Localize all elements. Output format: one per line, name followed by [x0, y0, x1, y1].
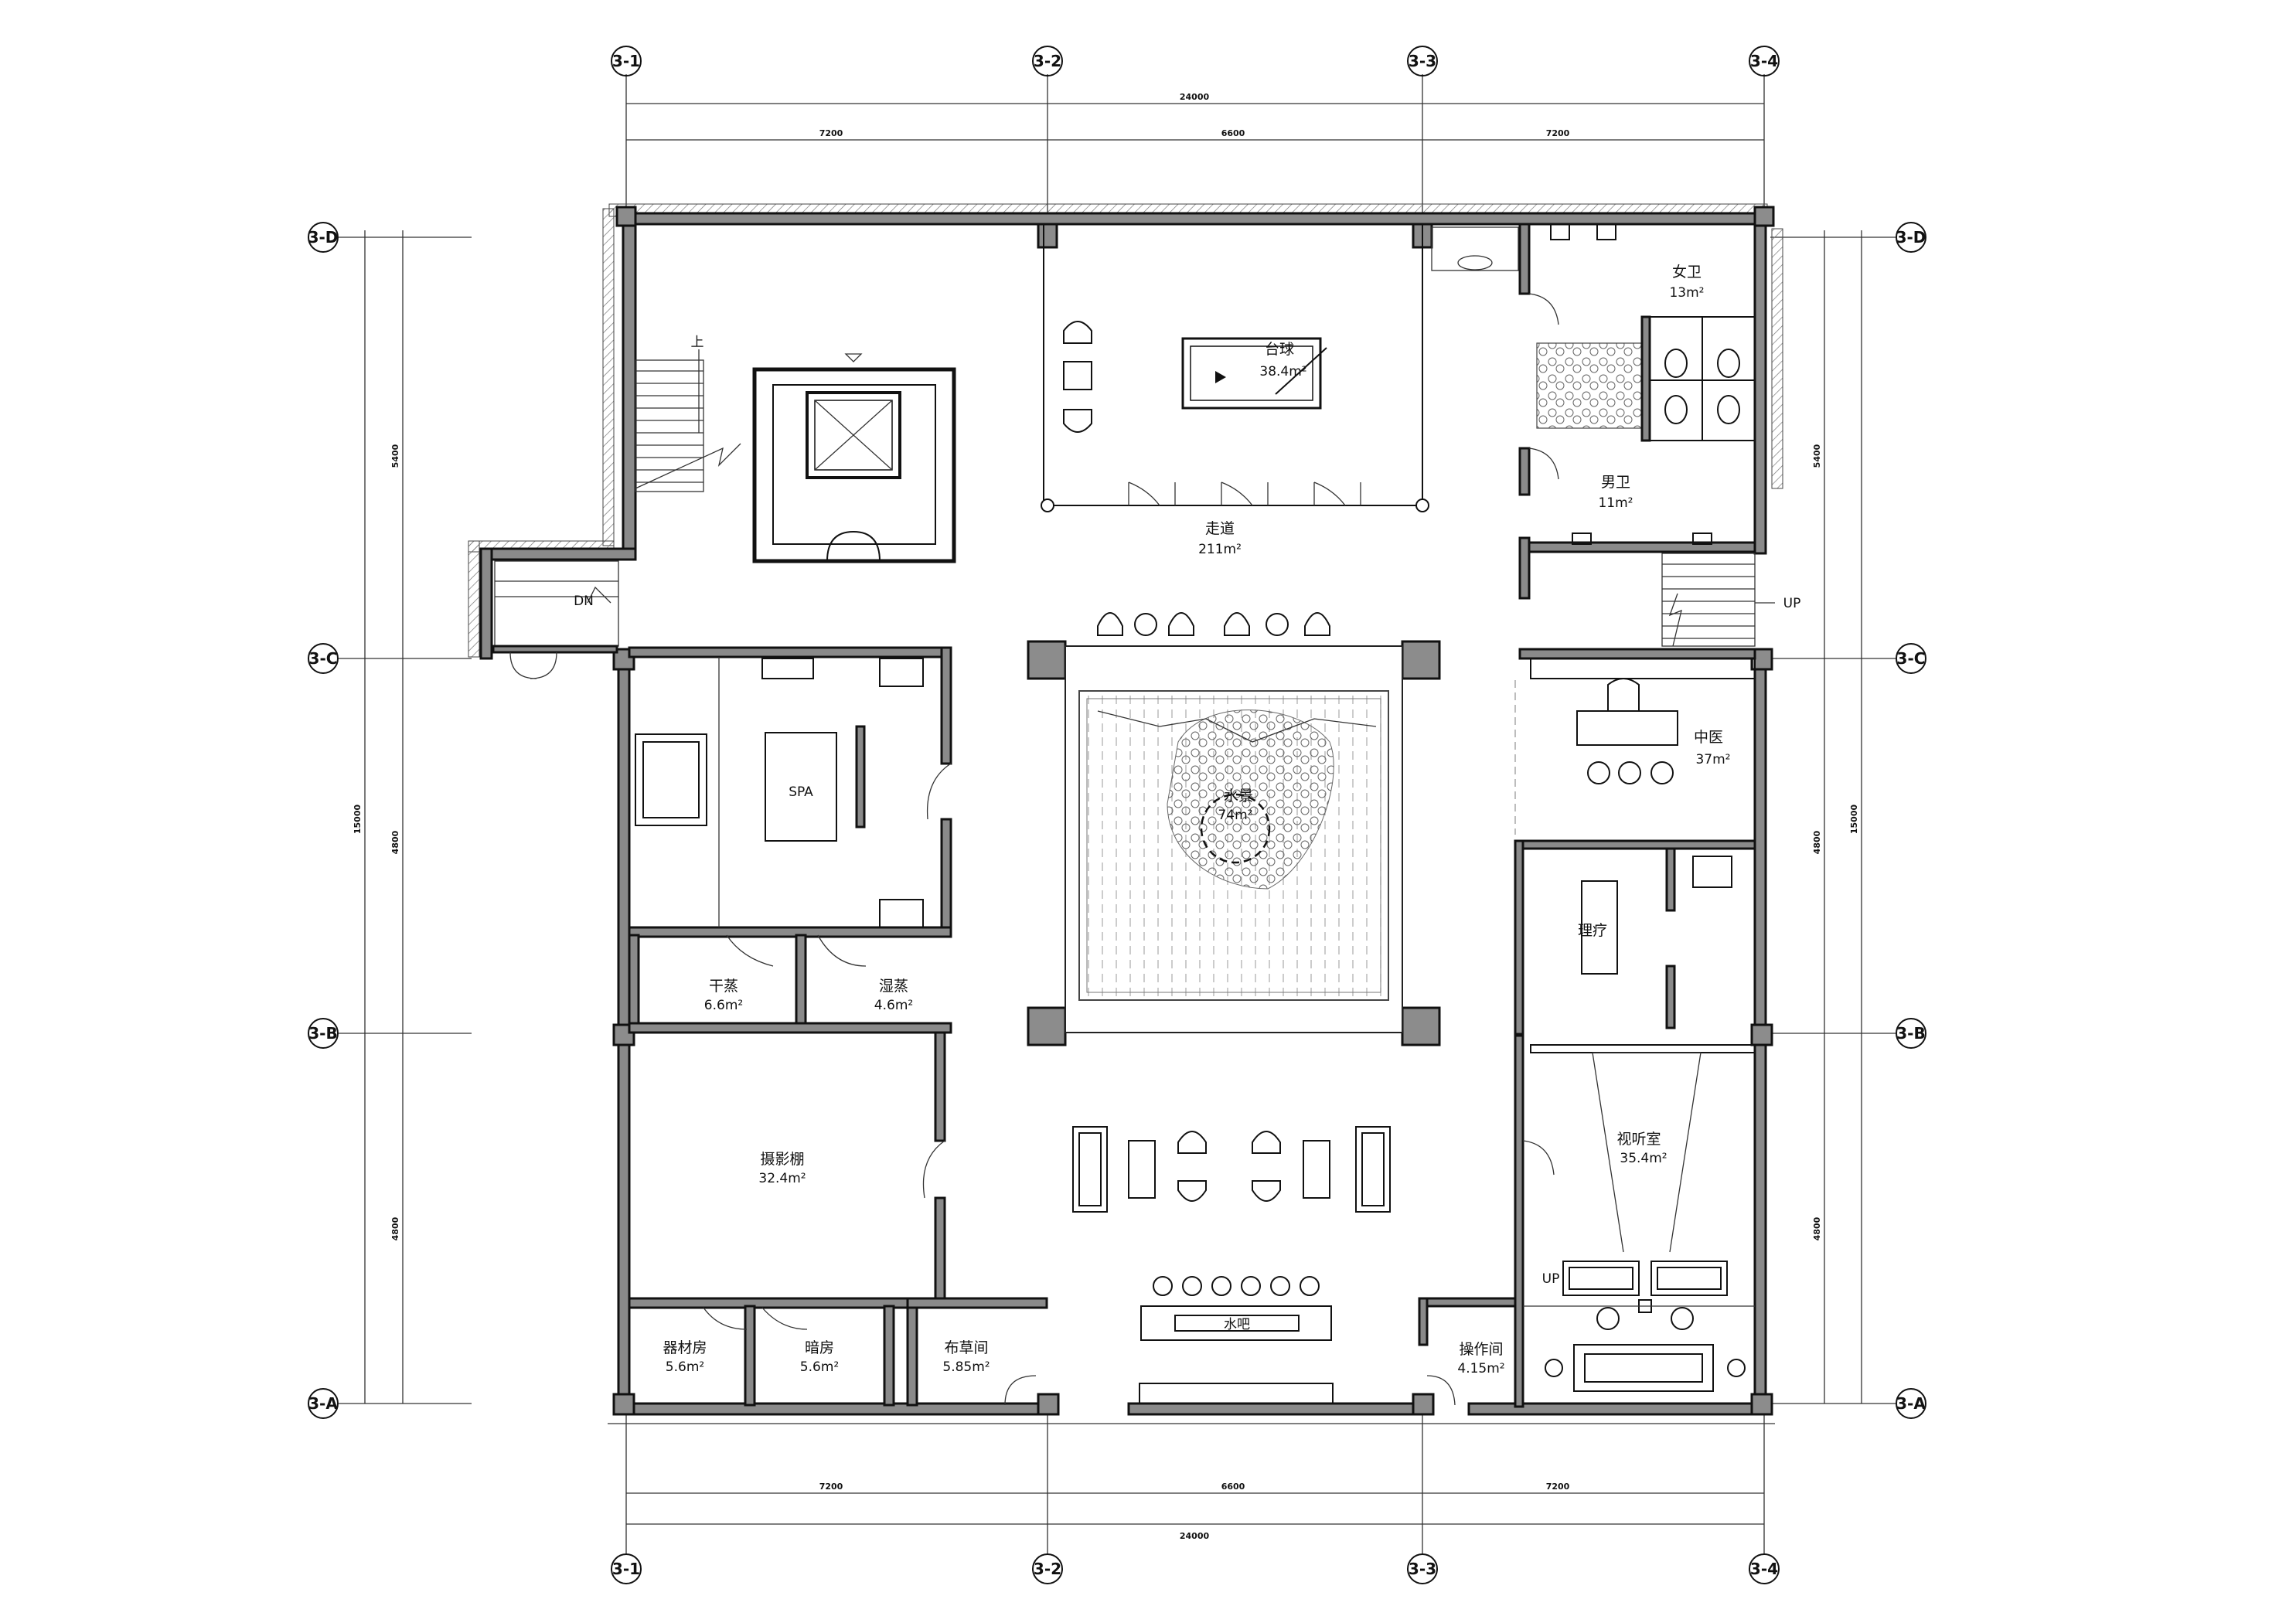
room-name-steam-room: 湿蒸 — [879, 978, 908, 995]
av-room: UP 视听室 35.4m² — [1522, 1044, 1756, 1392]
svg-text:7200: 7200 — [819, 1482, 843, 1492]
svg-text:5400: 5400 — [1812, 444, 1822, 468]
room-area-women-wc: 13m² — [1669, 285, 1704, 301]
photo-studio: 摄影棚 32.4m² — [628, 1031, 946, 1309]
room-name-therapy: 理疗 — [1578, 922, 1607, 939]
water-feature-court: 水景 74m² — [1065, 612, 1403, 1033]
axis-lines — [339, 74, 1896, 1555]
axis-label-left-a: 3-A — [308, 1394, 338, 1413]
stair-up-label-right: UP — [1783, 596, 1801, 611]
operation-room: 操作间 4.15m² — [1418, 1034, 1524, 1408]
axis-label-top-4: 3-4 — [1750, 52, 1778, 70]
main-staircase: 上 DN — [492, 335, 741, 679]
room-name-water-bar: 水吧 — [1224, 1317, 1250, 1332]
axis-label-bottom-4: 3-4 — [1750, 1560, 1778, 1578]
axis-label-left-b: 3-B — [308, 1024, 337, 1043]
room-name-corridor: 走道 — [1205, 520, 1235, 537]
axis-label-top-3: 3-3 — [1409, 52, 1436, 70]
room-area-photo-studio: 32.4m² — [758, 1171, 806, 1186]
columns — [612, 206, 1775, 1416]
room-name-spa: SPA — [789, 784, 813, 800]
svg-text:15000: 15000 — [1849, 805, 1859, 835]
room-area-av-room: 35.4m² — [1620, 1151, 1667, 1166]
svg-text:7200: 7200 — [1546, 128, 1570, 138]
stair-up-label: 上 — [691, 335, 704, 350]
room-area-darkroom: 5.6m² — [800, 1359, 839, 1375]
svg-text:24000: 24000 — [1180, 1531, 1210, 1541]
stair-up-label-av: UP — [1542, 1271, 1560, 1287]
room-area-water-feature: 74m² — [1218, 808, 1252, 823]
room-name-dry-sauna: 干蒸 — [709, 978, 738, 995]
room-name-photo-studio: 摄影棚 — [760, 1151, 804, 1168]
bottom-left-rooms: 器材房 5.6m² 暗房 5.6m² 布草间 5.85m² — [663, 1297, 1048, 1407]
room-area-men-wc: 11m² — [1598, 495, 1633, 511]
axis-label-right-c: 3-C — [1897, 649, 1926, 668]
svg-text:4800: 4800 — [390, 1216, 400, 1240]
axis-label-right-b: 3-B — [1896, 1024, 1925, 1043]
axis-label-top-2: 3-2 — [1034, 52, 1061, 70]
svg-text:6600: 6600 — [1221, 1482, 1245, 1492]
billiards-room: 台球 38.4m² — [1041, 224, 1429, 512]
earth-hatching — [468, 203, 1783, 658]
room-name-equipment: 器材房 — [663, 1339, 707, 1356]
room-name-women-wc: 女卫 — [1672, 264, 1702, 281]
axis-label-left-c: 3-C — [309, 649, 338, 668]
svg-text:7200: 7200 — [1546, 1482, 1570, 1492]
room-area-steam-room: 4.6m² — [874, 998, 913, 1013]
therapy-room: 理疗 — [1514, 839, 1756, 1036]
axis-label-bottom-2: 3-2 — [1034, 1560, 1061, 1578]
room-name-water-feature: 水景 — [1224, 788, 1253, 805]
room-name-operation: 操作间 — [1459, 1341, 1503, 1358]
svg-text:7200: 7200 — [819, 128, 843, 138]
room-name-av-room: 视听室 — [1616, 1131, 1661, 1148]
room-area-corridor: 211m² — [1198, 542, 1242, 557]
room-area-linen: 5.85m² — [942, 1359, 990, 1375]
svg-text:5400: 5400 — [390, 444, 400, 468]
axis-label-bottom-1: 3-1 — [612, 1560, 640, 1578]
svg-text:24000: 24000 — [1180, 92, 1210, 102]
tcm-room: 中医 37m² — [1514, 648, 1756, 835]
stair-down-label: DN — [574, 594, 594, 609]
svg-text:15000: 15000 — [353, 805, 363, 835]
svg-text:6600: 6600 — [1221, 128, 1245, 138]
svg-text:4800: 4800 — [1812, 1216, 1822, 1240]
axis-label-top-1: 3-1 — [612, 52, 640, 70]
room-area-dry-sauna: 6.6m² — [704, 998, 743, 1013]
elevator-core — [752, 353, 956, 563]
room-name-men-wc: 男卫 — [1601, 474, 1630, 491]
axis-label-bottom-3: 3-3 — [1409, 1560, 1436, 1578]
right-staircase: UP — [1661, 553, 1801, 647]
lounge-area: 水吧 — [1072, 1126, 1391, 1404]
room-name-darkroom: 暗房 — [805, 1339, 834, 1356]
room-area-equipment: 5.6m² — [666, 1359, 704, 1375]
room-area-operation: 4.15m² — [1457, 1361, 1504, 1376]
svg-text:4800: 4800 — [390, 830, 400, 854]
spa-suite: SPA 干蒸 6.6m² 湿蒸 4.6m² — [628, 646, 952, 1034]
axis-bubbles: 3-1 3-2 3-3 3-4 3-1 3-2 3-3 3-4 3-D 3-C … — [308, 46, 1926, 1584]
room-area-billiards: 38.4m² — [1259, 364, 1306, 379]
axis-label-right-d: 3-D — [1896, 228, 1926, 247]
room-area-tcm: 37m² — [1695, 752, 1730, 767]
room-name-tcm: 中医 — [1694, 729, 1723, 746]
dimension-lines: 24000 7200 6600 7200 7200 6600 7200 2400… — [353, 92, 1862, 1541]
room-name-billiards: 台球 — [1265, 341, 1294, 358]
restroom-block: 女卫 13m² 男卫 11m² — [1431, 223, 1756, 600]
axis-label-right-a: 3-A — [1896, 1394, 1926, 1413]
axis-label-left-d: 3-D — [308, 228, 339, 247]
svg-text:4800: 4800 — [1812, 830, 1822, 854]
room-name-linen: 布草间 — [944, 1339, 988, 1356]
